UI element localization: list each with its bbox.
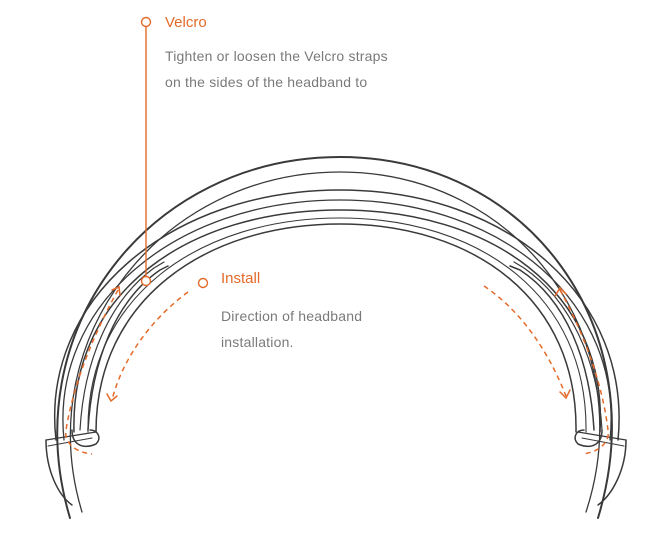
install-callout-line-2: installation. bbox=[221, 334, 294, 350]
left-buckle-bar-2 bbox=[47, 437, 93, 447]
velcro-callout-body: Tighten or loosen the Velcro straps on t… bbox=[165, 43, 388, 95]
right-velcro-strap bbox=[509, 265, 595, 431]
install-callout-body: Direction of headband installation. bbox=[221, 303, 362, 355]
install-direction-arrows bbox=[64, 285, 610, 455]
velcro-leader-dot-bottom bbox=[140, 275, 152, 287]
velcro-callout-line-1: Tighten or loosen the Velcro straps bbox=[165, 48, 388, 64]
left-inner-arrow-head bbox=[106, 393, 118, 403]
callout-leaders bbox=[140, 16, 209, 289]
inner-headband-liner bbox=[87, 217, 587, 433]
install-leader-dot bbox=[197, 277, 209, 289]
left-velcro-strap-edge bbox=[79, 261, 165, 431]
velcro-callout-line-2: on the sides of the headband to bbox=[165, 74, 368, 90]
right-outer-arrow-head bbox=[554, 286, 567, 297]
left-inner-direction-arrow bbox=[111, 291, 189, 401]
outer-shell-inner-edge bbox=[69, 171, 601, 513]
left-side-panel bbox=[45, 439, 73, 506]
band-ring-1 bbox=[53, 189, 620, 441]
right-velcro-strap-edge bbox=[513, 261, 603, 431]
right-buckle-bar-2 bbox=[581, 437, 625, 447]
velcro-callout-title: Velcro bbox=[165, 14, 207, 31]
outer-shell-outer-edge bbox=[56, 156, 613, 519]
left-buckle-bar bbox=[45, 431, 97, 441]
left-outer-arrow-head bbox=[111, 285, 121, 296]
install-callout-line-1: Direction of headband bbox=[221, 308, 363, 324]
band-ring-2 bbox=[62, 199, 612, 441]
right-buckle-bar bbox=[577, 431, 627, 441]
right-inner-direction-arrow bbox=[483, 285, 567, 397]
install-callout-title: Install bbox=[221, 270, 261, 287]
arrow-heads bbox=[106, 285, 571, 403]
velcro-leader-dot-top bbox=[140, 16, 152, 28]
inner-headband-inner bbox=[95, 223, 577, 433]
right-side-panel bbox=[597, 439, 627, 506]
left-velcro-strap bbox=[87, 265, 169, 431]
right-inner-arrow-head bbox=[559, 389, 571, 400]
